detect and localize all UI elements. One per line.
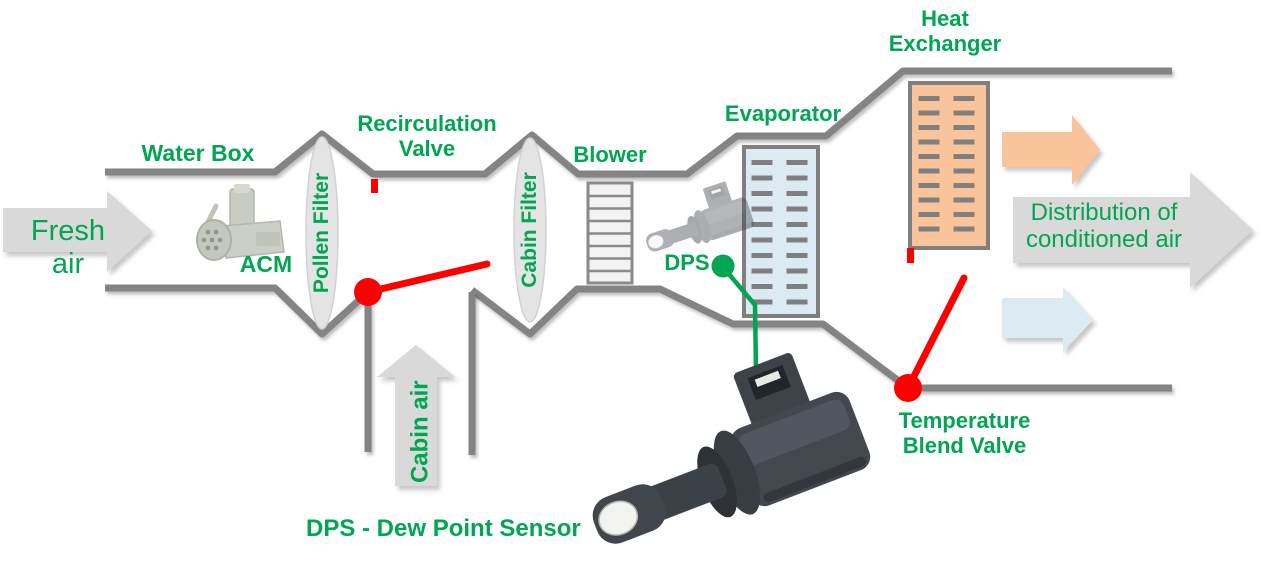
pollen-filter-element (305, 136, 339, 330)
blower-label: Blower (573, 142, 647, 167)
duct-bottom-wall (105, 284, 1172, 392)
recirculation-valve-marker (371, 179, 378, 193)
fresh-air-label: Fresh air (30, 215, 106, 281)
cabin-air-arrow (377, 345, 455, 486)
pollen-filter-label: Pollen Filter (310, 172, 334, 294)
fresh-air-arrow (3, 191, 152, 272)
dps-sensor-3d-image (561, 337, 876, 570)
evaporator-label: Evaporator (724, 101, 842, 126)
blend-valve-marker (907, 248, 914, 263)
dps-connector-line (721, 265, 759, 373)
distribution-arrow (1013, 172, 1253, 288)
heated-air-arrow (1002, 115, 1100, 185)
cooled-air-arrow (1002, 287, 1093, 352)
cabin-filter-element (513, 137, 547, 323)
temperature-blend-valve-lever (894, 274, 968, 402)
acm-label: ACM (239, 251, 293, 277)
cabin-air-intake-walls (364, 292, 476, 455)
distribution-label: Distribution of conditioned air (1025, 199, 1183, 254)
evaporator-core (742, 145, 820, 318)
heat-exchanger-core (908, 81, 990, 250)
cabin-air-label: Cabin air (406, 380, 434, 484)
water-box-label: Water Box (141, 140, 255, 166)
dps-location-dot (711, 254, 735, 278)
acm-3d-image (196, 184, 285, 261)
temperature-blend-valve-label: Temperature Blend Valve (898, 408, 1031, 459)
recirculation-valve-label: Recirculation Valve (357, 111, 497, 162)
heat-exchanger-label: Heat Exchanger (888, 6, 1002, 57)
cabin-filter-label: Cabin Filter (518, 172, 542, 288)
dps-sensor-3d-small (635, 176, 756, 262)
dps-label: DPS (664, 250, 710, 275)
dps-legend-caption: DPS - Dew Point Sensor (306, 515, 581, 542)
recirculation-valve-lever (354, 260, 491, 306)
duct-top-wall (105, 67, 1172, 178)
blower-grille (586, 181, 634, 285)
